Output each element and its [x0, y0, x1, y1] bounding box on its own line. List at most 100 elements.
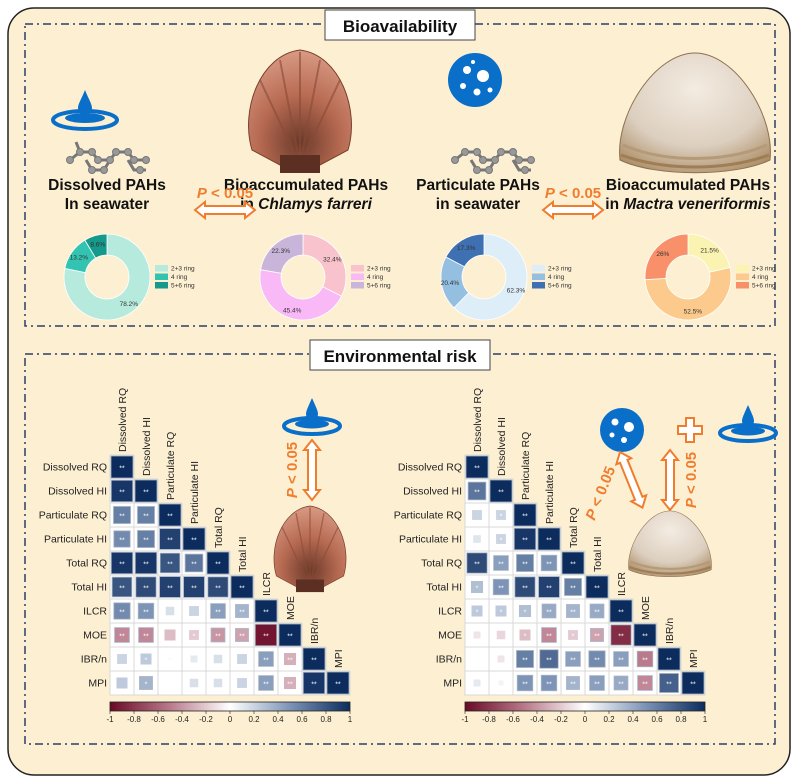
significance-mark: *: [500, 538, 503, 545]
significance-mark: *: [476, 610, 479, 617]
colorbar: [109, 701, 351, 712]
correlation-square: [237, 654, 247, 664]
column-label: Total HI: [237, 536, 249, 572]
correlation-square: [189, 630, 199, 640]
row-label: MPI: [88, 678, 107, 690]
column-label: IBR/n: [664, 618, 676, 644]
correlation-square: [473, 631, 481, 639]
correlation-square: [519, 629, 531, 641]
significance-mark: **: [546, 658, 552, 665]
significance-mark: **: [570, 682, 576, 689]
correlation-square: [513, 503, 537, 527]
significance-mark: **: [311, 658, 317, 665]
correlation-square: [258, 675, 274, 691]
vertical-double-arrow-icon: [659, 448, 681, 512]
significance-mark: **: [594, 586, 600, 593]
colorbar-tick-label: 1: [703, 715, 708, 724]
molecule-icon: [451, 148, 535, 174]
donut-slice: [302, 233, 347, 297]
colorbar-tick-label: 0.2: [603, 715, 615, 724]
slice-label: 62.3%: [507, 288, 526, 295]
correlation-square: [465, 455, 489, 479]
legend-label: 5+6 ring: [171, 283, 195, 290]
p-value-label: P < 0.05: [197, 185, 253, 202]
significance-mark: **: [263, 658, 269, 665]
svg-text:Bioaccumulated PAHs: Bioaccumulated PAHs: [224, 177, 388, 194]
legend-label: 4 ring: [548, 274, 565, 281]
significance-mark: **: [546, 634, 552, 641]
correlation-square: [472, 510, 482, 520]
section-title-text: Bioavailability: [343, 17, 458, 36]
colorbar-tick-label: 0.8: [675, 715, 687, 724]
slice-label: 8.6%: [90, 241, 105, 248]
correlation-square: [540, 554, 558, 572]
vertical-double-arrow-icon: [301, 438, 323, 502]
correlation-square: [589, 603, 605, 619]
significance-mark: **: [690, 682, 696, 689]
molecule-icon: [66, 141, 150, 174]
row-label: MOE: [83, 630, 107, 642]
significance-mark: *: [193, 634, 196, 641]
correlation-square: [633, 623, 657, 647]
correlation-square: [470, 580, 484, 594]
slice-label: 52.5%: [684, 309, 703, 316]
correlation-square: [137, 602, 155, 620]
correlation-square: [609, 599, 633, 623]
correlation-square: [168, 657, 172, 661]
svg-text:in seawater: in seawater: [436, 196, 520, 213]
row-label: Total RQ: [66, 558, 107, 570]
correlation-square: [116, 677, 128, 689]
row-label: Dissolved HI: [403, 486, 462, 498]
colorbar-tick-label: -0.2: [199, 715, 213, 724]
matrix-cell: [560, 622, 586, 648]
correlation-square: [139, 676, 153, 690]
donut-slice: [63, 233, 151, 321]
correlation-square: [613, 675, 629, 691]
colorbar: [464, 701, 706, 712]
correlation-square: [140, 653, 152, 665]
row-label: Dissolved HI: [48, 486, 107, 498]
significance-mark: **: [119, 610, 125, 617]
column-label: MOE: [640, 596, 652, 620]
colorbar-tick-label: -0.8: [127, 715, 141, 724]
correlation-square: [492, 578, 510, 596]
correlation-square: [538, 576, 560, 598]
slice-label: 20.4%: [441, 280, 460, 287]
colorbar-tick-label: -0.6: [151, 715, 165, 724]
title-mactra-veneriformis: Bioaccumulated PAHs in Mactra veneriform…: [605, 177, 771, 213]
correlation-square: [516, 554, 534, 572]
correlation-square: [540, 674, 558, 692]
correlation-square: [514, 576, 536, 598]
significance-mark: **: [570, 586, 576, 593]
correlation-square: [498, 680, 504, 686]
donut-slice: [445, 233, 485, 268]
significance-mark: **: [167, 562, 173, 569]
correlation-square: [235, 604, 249, 618]
slice-label: 21.5%: [700, 248, 719, 255]
significance-mark: *: [145, 658, 148, 665]
row-label: Total RQ: [421, 558, 462, 570]
significance-mark: **: [522, 562, 528, 569]
section-title-text: Environmental risk: [323, 347, 477, 366]
legend-label: 2+3 ring: [752, 266, 776, 273]
correlation-square: [681, 671, 705, 695]
correlation-square: [302, 671, 326, 695]
colorbar-tick-label: -0.2: [554, 715, 568, 724]
significance-mark: **: [498, 562, 504, 569]
legend-label: 4 ring: [752, 274, 769, 281]
significance-mark: **: [143, 562, 149, 569]
significance-mark: **: [119, 514, 125, 521]
correlation-square: [588, 650, 606, 668]
correlation-square: [283, 676, 297, 690]
correlation-square: [159, 576, 181, 598]
significance-mark: **: [666, 658, 672, 665]
correlation-square: [302, 647, 326, 671]
correlation-square: [496, 510, 506, 520]
svg-text:Bioaccumulated PAHs: Bioaccumulated PAHs: [606, 177, 770, 194]
significance-mark: **: [287, 658, 293, 665]
correlation-square: [189, 678, 199, 688]
significance-mark: *: [476, 586, 479, 593]
significance-mark: **: [191, 586, 197, 593]
column-label: Dissolved HI: [141, 417, 153, 476]
